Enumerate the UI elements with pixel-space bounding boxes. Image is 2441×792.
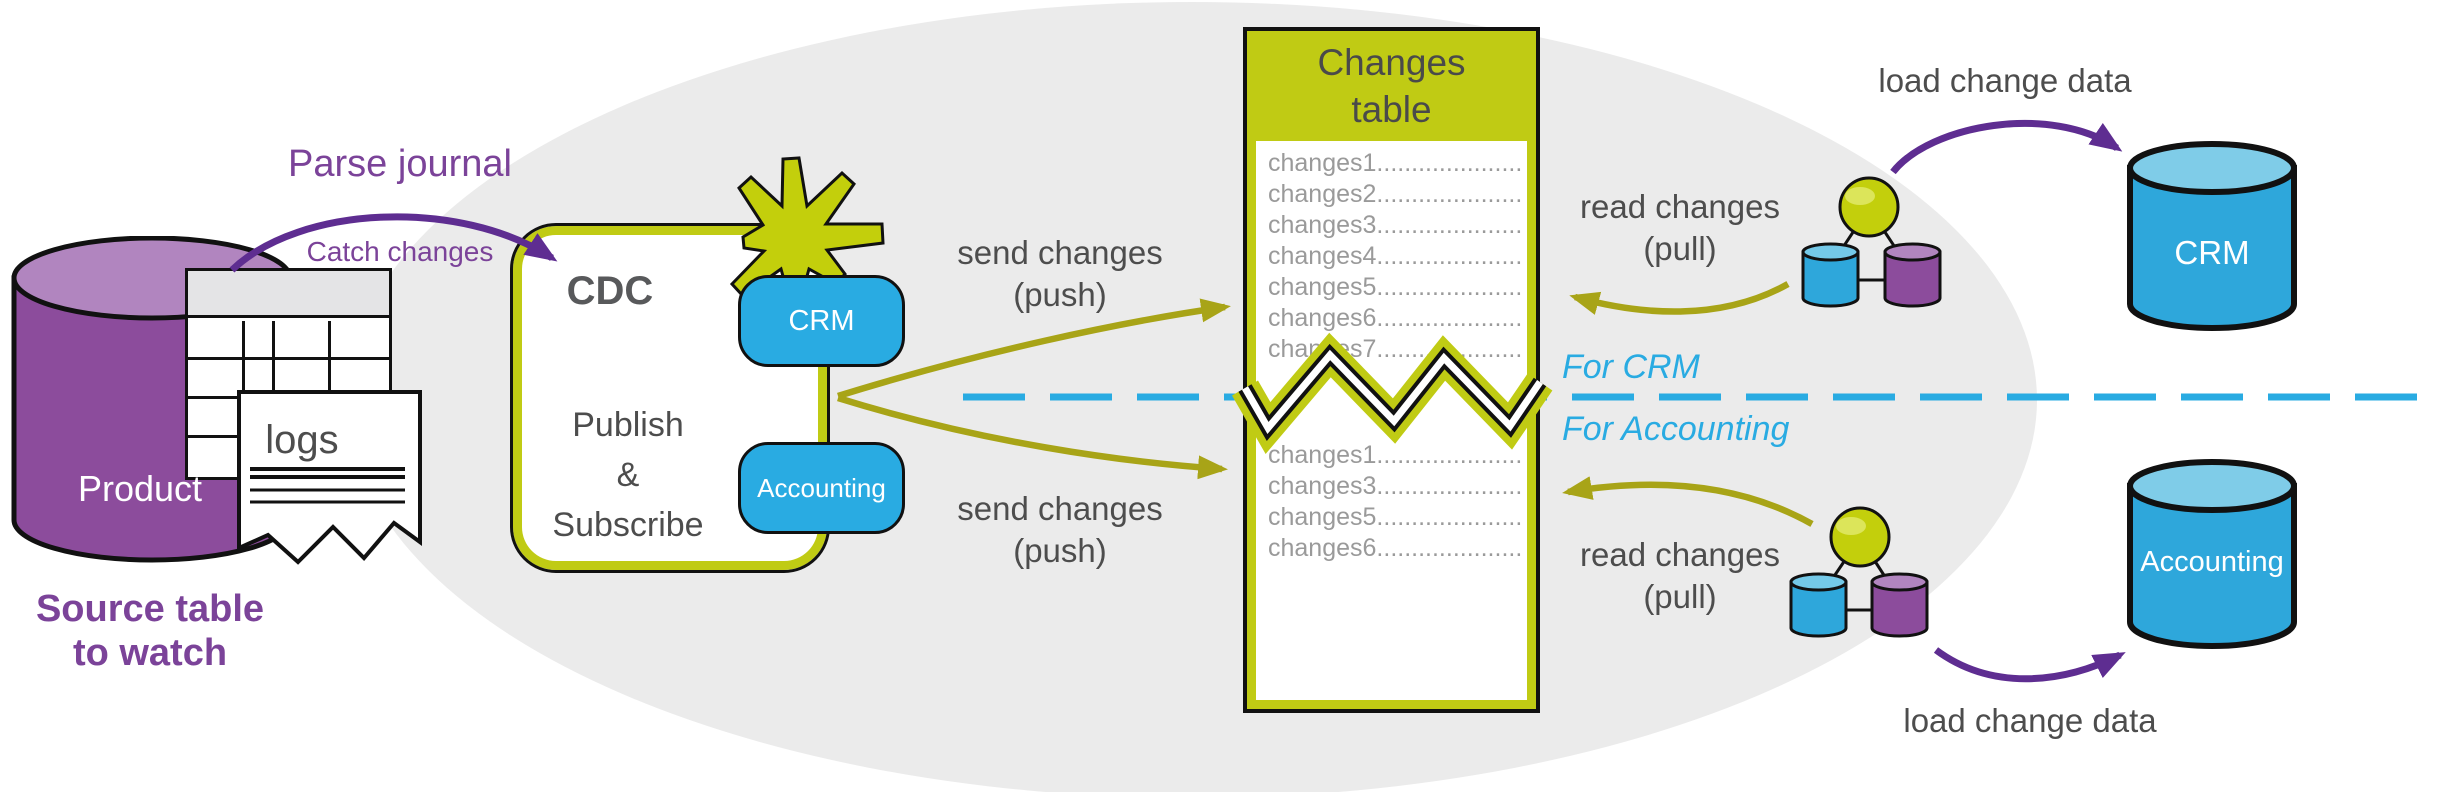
send-lower-line1: send changes [957, 490, 1163, 527]
load-arrow-accounting [1933, 647, 2126, 683]
table-row: changes1...................... [1268, 149, 1523, 177]
read-lower-line1: read changes [1580, 536, 1780, 573]
push-arrow-crm [837, 298, 1231, 400]
send-upper-line2: (push) [1013, 276, 1107, 314]
send-changes-lower-label: send changes (push) [920, 488, 1200, 572]
logs-document-icon [237, 390, 422, 565]
changes-lower-rows: changes1...................... changes3.… [1268, 441, 1523, 565]
table-row: changes6...................... [1268, 534, 1523, 562]
logs-label: logs [265, 418, 339, 462]
load-arrow-crm [1890, 120, 2123, 175]
parse-journal-label: Parse journal [288, 143, 512, 185]
table-row: changes6...................... [1268, 304, 1523, 332]
changes-table-body: changes1...................... changes2.… [1256, 141, 1527, 700]
changes-table: Changes table changes1..................… [1243, 27, 1540, 713]
table-row: changes5...................... [1268, 273, 1523, 301]
accounting-database-icon [2127, 459, 2297, 649]
table-grid-icon-header [188, 271, 389, 318]
crm-topic-chip: CRM [738, 275, 905, 367]
pubsub-line1: Publish [572, 406, 684, 444]
changes-upper-rows: changes1...................... changes2.… [1268, 149, 1523, 366]
read-changes-lower-label: read changes (pull) [1530, 534, 1830, 618]
table-row: changes1...................... [1268, 441, 1523, 469]
source-caption: Source table to watch [5, 588, 295, 675]
for-accounting-label: For Accounting [1562, 410, 1790, 448]
accounting-topic-chip-label: Accounting [757, 472, 886, 503]
send-upper-line1: send changes [957, 234, 1163, 271]
for-crm-label: For CRM [1562, 348, 1700, 386]
changes-table-title-line1: Changes [1317, 42, 1466, 83]
pubsub-line3: Subscribe [552, 506, 704, 544]
load-change-data-lower-label: load change data [1903, 702, 2157, 739]
table-tear-zigzag [1231, 332, 1553, 454]
catch-changes-label: Catch changes [306, 236, 494, 267]
send-changes-upper-label: send changes (push) [920, 232, 1200, 316]
table-row: changes4...................... [1268, 242, 1523, 270]
crm-database-label: CRM [2174, 234, 2250, 271]
load-change-data-upper-label: load change data [1878, 62, 2132, 99]
table-row: changes5...................... [1268, 503, 1523, 531]
source-caption-line1: Source table [35, 588, 265, 630]
read-lower-line2: (pull) [1643, 578, 1717, 616]
pull-arrow-accounting [1562, 476, 1814, 527]
table-row: changes2...................... [1268, 180, 1523, 208]
pubsub-label: Publish & Subscribe [518, 400, 738, 550]
crm-consumer-icon [1801, 176, 1942, 308]
read-changes-upper-label: read changes (pull) [1530, 186, 1830, 270]
pubsub-line2: & [616, 456, 640, 494]
table-row: changes3...................... [1268, 211, 1523, 239]
accounting-consumer-icon [1789, 506, 1929, 638]
accounting-database-label: Accounting [2140, 546, 2284, 578]
source-cylinder-label: Product [77, 468, 203, 509]
pull-arrow-crm [1569, 281, 1790, 315]
push-arrow-accounting [837, 394, 1228, 480]
changes-table-title: Changes table [1247, 31, 1536, 137]
parse-journal-arrow [229, 213, 558, 273]
crm-database-icon [2127, 141, 2297, 331]
changes-table-title-line2: table [1351, 89, 1432, 130]
accounting-topic-chip: Accounting [738, 442, 905, 534]
send-lower-line2: (push) [1013, 532, 1107, 570]
crm-topic-chip-label: CRM [788, 304, 855, 337]
source-caption-line2: to watch [72, 631, 228, 674]
read-upper-line2: (pull) [1643, 230, 1717, 268]
cdc-title: CDC [566, 269, 654, 313]
table-row: changes3...................... [1268, 472, 1523, 500]
read-upper-line1: read changes [1580, 188, 1780, 225]
